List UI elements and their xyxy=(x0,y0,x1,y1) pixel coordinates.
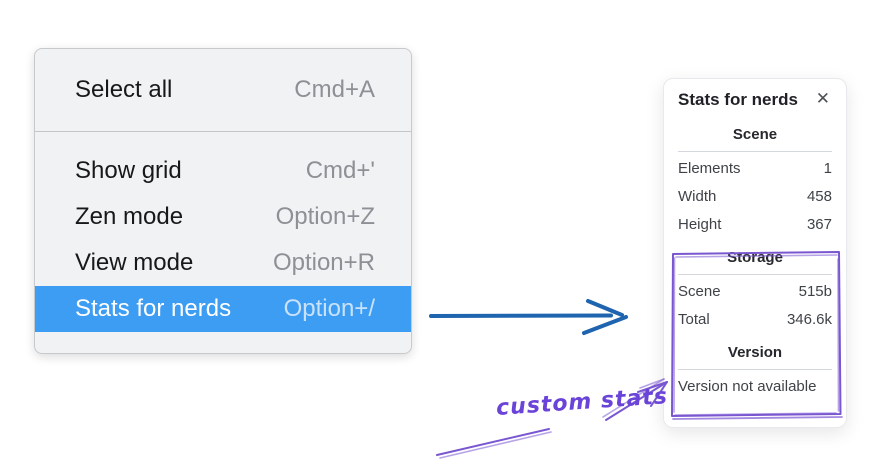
menu-item-stats-for-nerds[interactable]: Stats for nerds Option+/ xyxy=(35,286,411,332)
stat-value: 1 xyxy=(823,160,832,177)
scene-rows: Elements 1 Width 458 Height 367 xyxy=(678,152,832,239)
stats-panel: Stats for nerds ✕ Scene Elements 1 Width… xyxy=(663,78,847,428)
menu-item-shortcut: Option+Z xyxy=(275,203,375,230)
stat-row-scene-storage: Scene 515b xyxy=(678,278,832,306)
version-section: Version Version not available xyxy=(678,343,832,401)
context-menu: Select all Cmd+A Show grid Cmd+' Zen mod… xyxy=(34,48,412,354)
storage-rows: Scene 515b Total 346.6k xyxy=(678,275,832,334)
menu-item-label: Select all xyxy=(75,76,173,103)
stat-value: 515b xyxy=(798,283,832,300)
menu-item-zen-mode[interactable]: Zen mode Option+Z xyxy=(35,194,411,240)
stat-row-total-storage: Total 346.6k xyxy=(678,306,832,334)
menu-item-label: Stats for nerds xyxy=(75,295,232,322)
section-header-version: Version xyxy=(727,344,783,361)
stat-label: Elements xyxy=(678,160,741,177)
close-icon[interactable]: ✕ xyxy=(815,89,830,109)
stat-row-width: Width 458 xyxy=(678,183,832,211)
annotation-arrow xyxy=(436,378,668,459)
stat-row-elements: Elements 1 xyxy=(678,155,832,183)
menu-item-view-mode[interactable]: View mode Option+R xyxy=(35,240,411,286)
section-header-storage: Storage xyxy=(727,249,783,266)
blue-arrow xyxy=(429,299,628,335)
stat-value: 367 xyxy=(806,216,832,233)
stat-value: 346.6k xyxy=(786,311,832,328)
menu-item-shortcut: Cmd+A xyxy=(294,76,375,103)
stat-row-height: Height 367 xyxy=(678,211,832,239)
panel-title: Stats for nerds xyxy=(678,89,798,109)
menu-item-show-grid[interactable]: Show grid Cmd+' xyxy=(35,148,411,194)
menu-divider xyxy=(35,131,411,132)
menu-item-label: Zen mode xyxy=(75,203,184,230)
menu-section-top: Select all Cmd+A xyxy=(35,49,411,131)
stat-label: Width xyxy=(678,188,717,205)
menu-item-select-all[interactable]: Select all Cmd+A xyxy=(35,67,411,113)
menu-item-shortcut: Option+/ xyxy=(283,295,375,322)
menu-item-label: View mode xyxy=(75,249,194,276)
stat-label: Scene xyxy=(678,283,721,300)
stat-label: Height xyxy=(678,216,722,233)
menu-section-bottom: Show grid Cmd+' Zen mode Option+Z View m… xyxy=(35,132,411,332)
annotation-label: custom stats xyxy=(495,384,669,421)
stat-label: Total xyxy=(678,311,710,328)
scene-section: Scene Elements 1 Width 458 Height 367 xyxy=(678,125,832,239)
menu-item-label: Show grid xyxy=(75,157,182,184)
version-note: Version not available xyxy=(678,378,817,395)
menu-item-shortcut: Option+R xyxy=(272,249,375,276)
separator xyxy=(678,151,832,152)
section-header-scene: Scene xyxy=(732,126,778,143)
menu-item-shortcut: Cmd+' xyxy=(305,157,375,184)
stat-value: 458 xyxy=(806,188,832,205)
stats-panel-header: Stats for nerds ✕ xyxy=(678,89,832,110)
storage-section: Storage Scene 515b Total 346.6k xyxy=(678,248,832,334)
